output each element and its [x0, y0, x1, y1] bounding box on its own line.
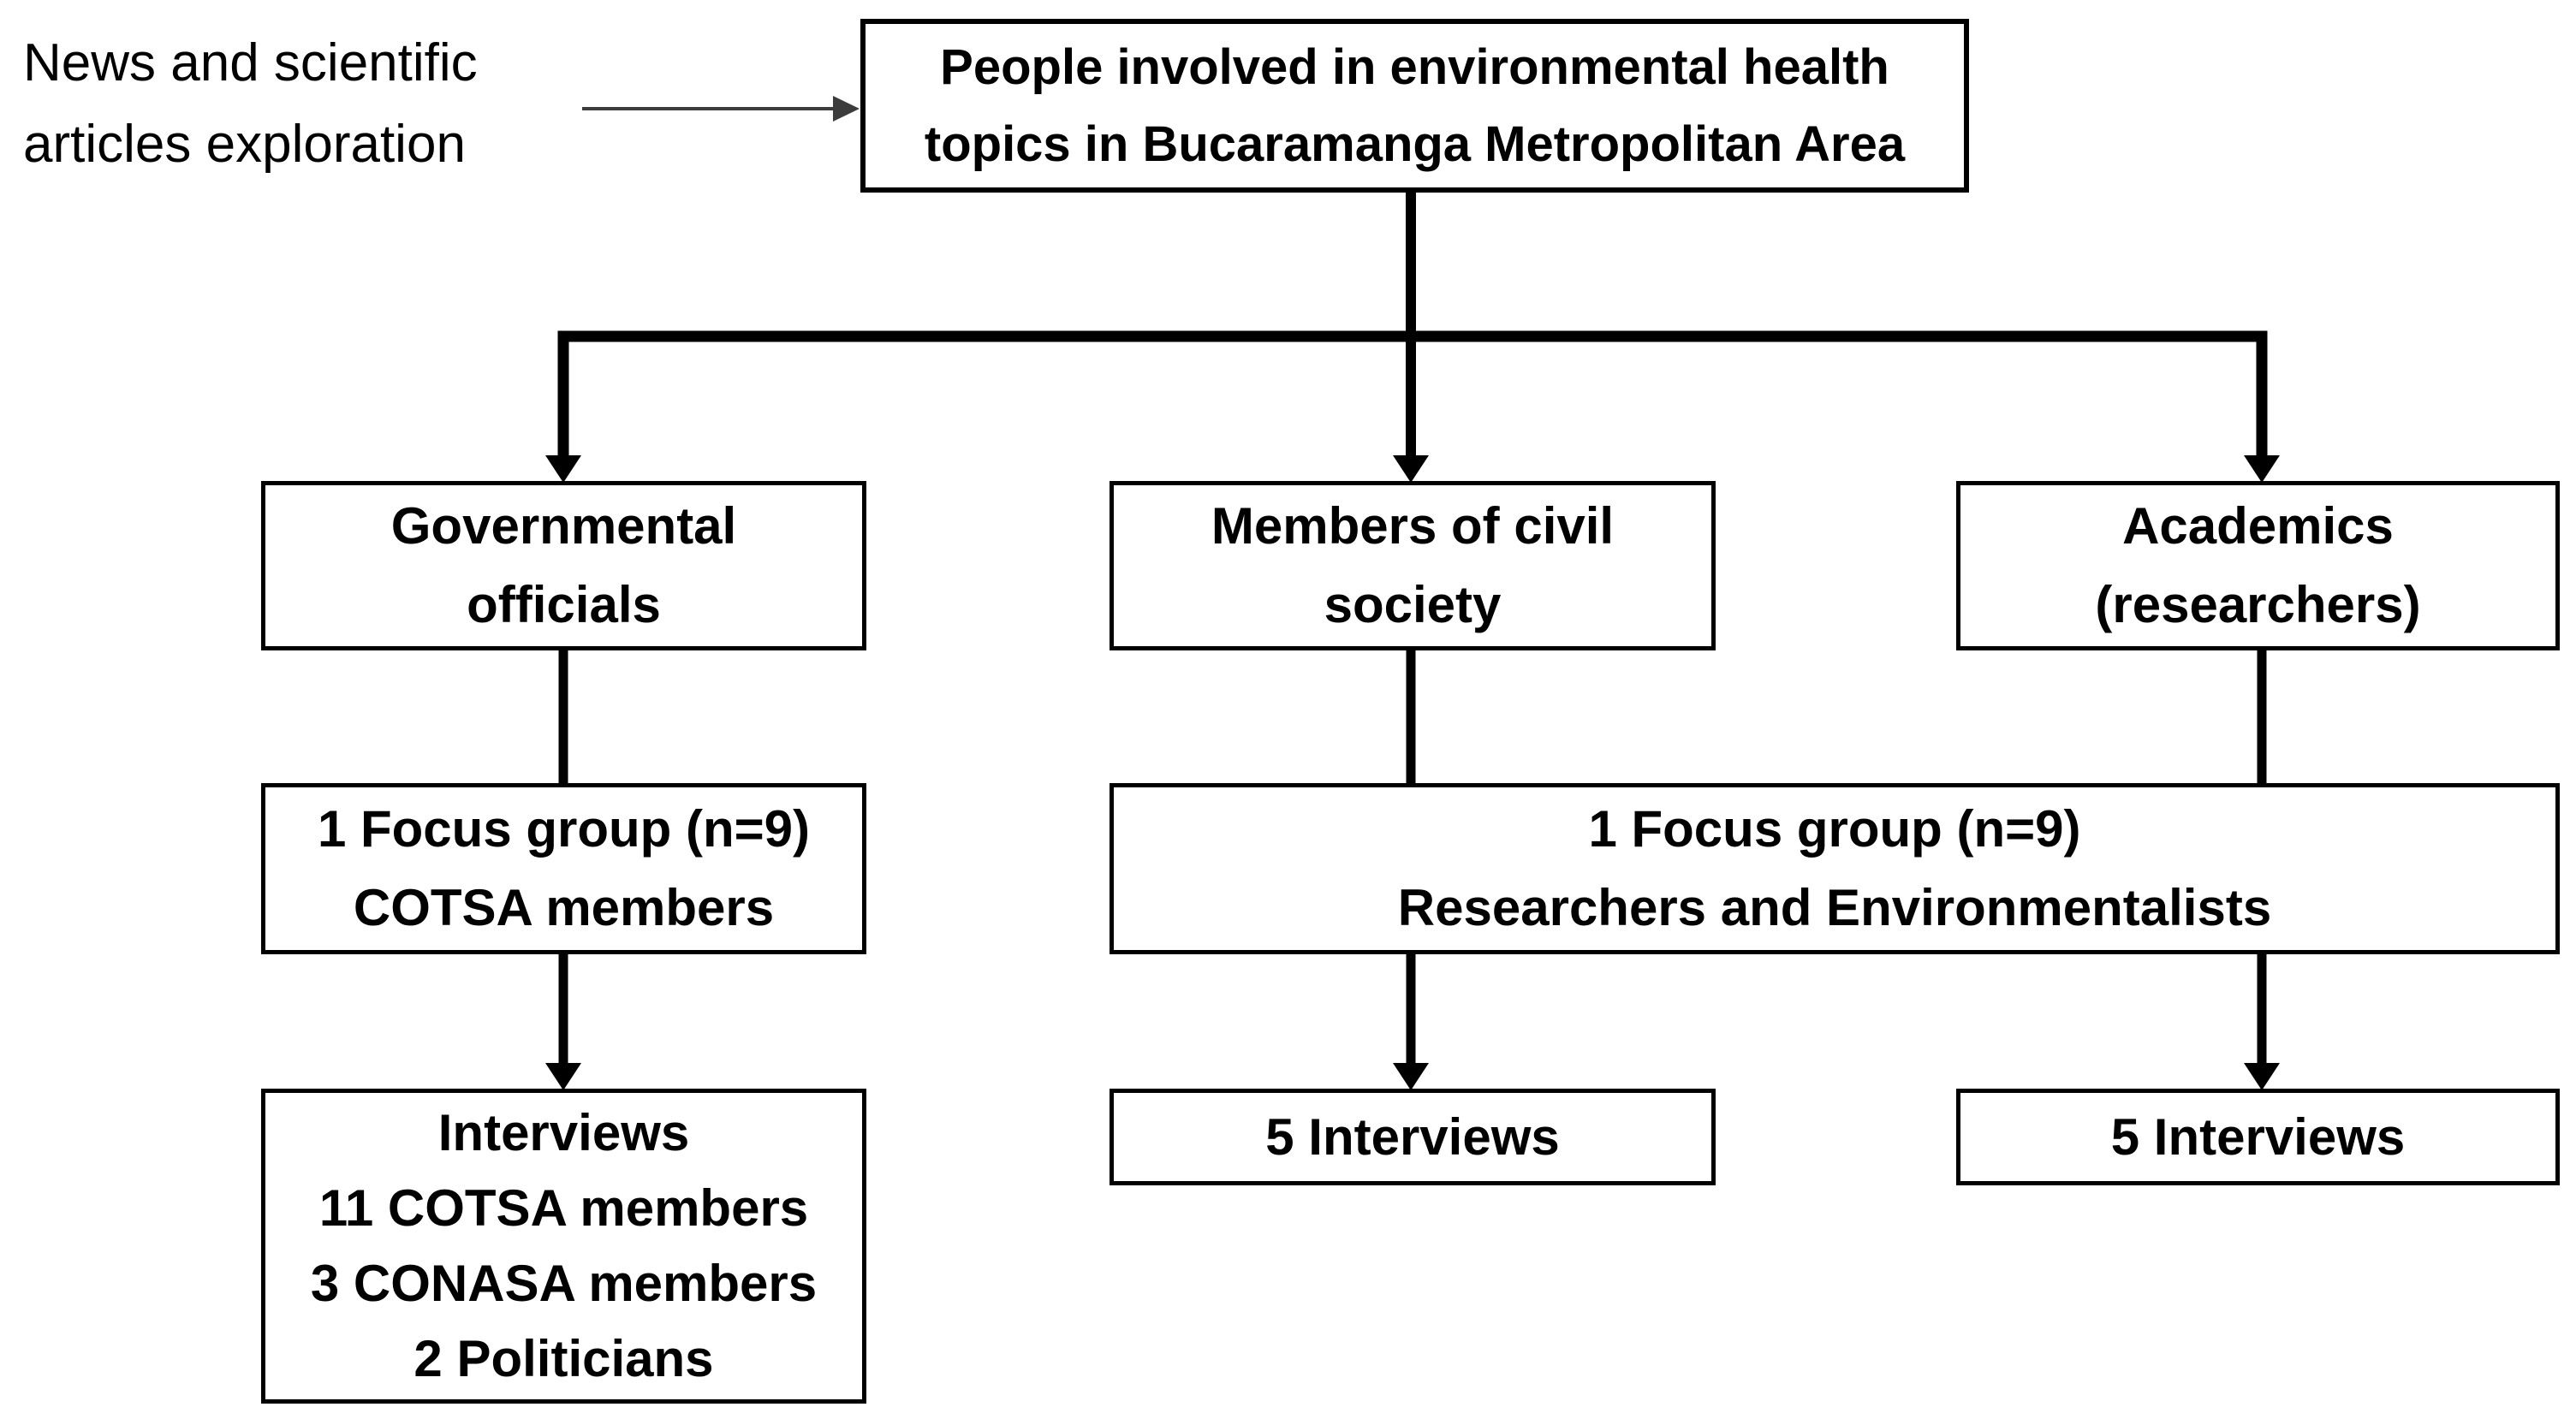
- text-line: officials: [467, 576, 661, 633]
- text-line: 5 Interviews: [1265, 1107, 1560, 1166]
- arrowhead-to-interviews-gov-icon: [545, 1063, 581, 1090]
- interviews-governmental-box: Interviews 11 COTSA members 3 CONASA mem…: [261, 1089, 866, 1404]
- text-line: topics in Bucaramanga Metropolitan Area: [924, 116, 1906, 172]
- annotation-arrowhead-icon: [833, 96, 860, 122]
- text-line: People involved in environmental health: [940, 39, 1889, 95]
- governmental-officials-box: Governmental officials: [261, 481, 866, 650]
- text-line: Members of civil: [1211, 497, 1615, 555]
- arrowhead-to-interviews-civil-icon: [1393, 1063, 1429, 1090]
- interviews-academics-box: 5 Interviews: [1956, 1089, 2560, 1185]
- text-line: 11 COTSA members: [318, 1179, 809, 1237]
- text-line: Academics: [2122, 497, 2394, 555]
- text-line: 3 CONASA members: [310, 1255, 818, 1312]
- academics-researchers-box: Academics (researchers): [1956, 481, 2560, 650]
- annotation-line: articles exploration: [23, 115, 466, 174]
- text-line: Researchers and Environmentalists: [1397, 879, 2272, 936]
- text-line: 1 Focus group (n=9): [317, 800, 811, 858]
- text-line: 1 Focus group (n=9): [1588, 800, 2081, 858]
- text-line: COTSA members: [353, 879, 775, 936]
- focus-group-researchers-box: 1 Focus group (n=9) Researchers and Envi…: [1110, 783, 2560, 954]
- annotation-text: News and scientific articles exploration: [23, 22, 478, 185]
- branch-bar-line: [557, 330, 2268, 458]
- interviews-civil-box: 5 Interviews: [1110, 1089, 1716, 1185]
- annotation-line: News and scientific: [23, 33, 478, 92]
- members-of-civil-society-box: Members of civil society: [1110, 481, 1716, 650]
- text-line: Interviews: [437, 1104, 690, 1161]
- text-line: 2 Politicians: [413, 1330, 714, 1387]
- text-line: 5 Interviews: [2110, 1107, 2406, 1166]
- arrowhead-to-civil-icon: [1393, 455, 1429, 483]
- root-box: People involved in environmental health …: [860, 19, 1969, 193]
- arrowhead-to-governmental-icon: [545, 455, 581, 483]
- arrowhead-to-interviews-acad-icon: [2244, 1063, 2280, 1090]
- text-line: (researchers): [2095, 576, 2421, 633]
- arrowhead-to-academics-icon: [2244, 455, 2280, 483]
- focus-group-cotsa-box: 1 Focus group (n=9) COTSA members: [261, 783, 866, 954]
- text-line: society: [1324, 576, 1502, 633]
- text-line: Governmental: [390, 497, 737, 555]
